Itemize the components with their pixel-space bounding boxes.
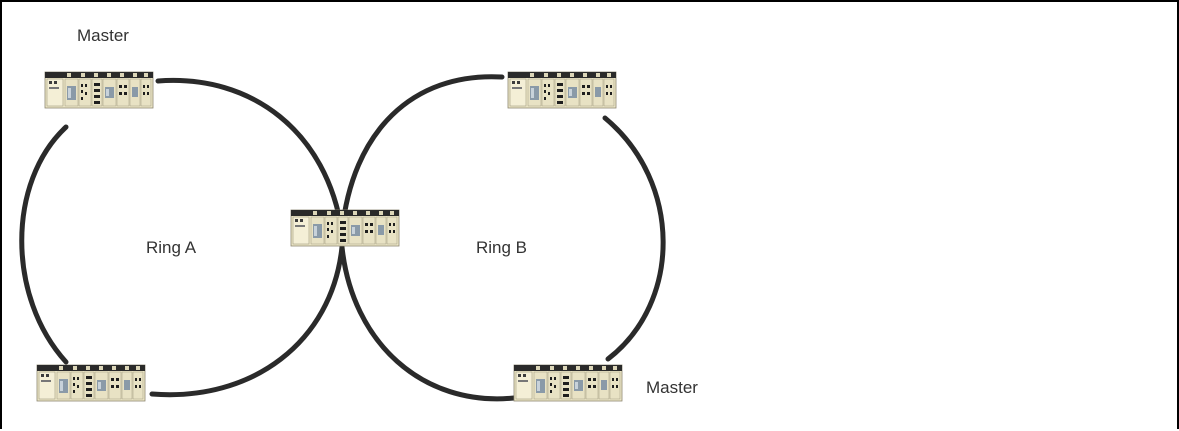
network-switch-icon — [36, 364, 146, 402]
ring-a-label: Ring A — [146, 238, 197, 257]
ring-a-arc-top-right — [155, 77, 345, 235]
ring-b-label: Ring B — [476, 238, 528, 257]
ring-a-arc-bottom-right — [149, 244, 345, 398]
ring-b-arc-right — [602, 115, 666, 362]
ring-b — [339, 74, 666, 402]
network-switch-icon — [513, 364, 623, 402]
network-switch-icon — [44, 71, 154, 109]
master-label: Master — [646, 378, 698, 397]
ring-b-arc-bottom-left — [339, 244, 517, 402]
master-label: Master — [77, 26, 129, 45]
network-switch-icon — [290, 209, 400, 247]
ring-a — [19, 77, 345, 398]
ring-a-arc-left — [19, 124, 69, 365]
network-switch-icon — [507, 71, 617, 109]
ring-b-arc-top-left — [339, 74, 505, 235]
